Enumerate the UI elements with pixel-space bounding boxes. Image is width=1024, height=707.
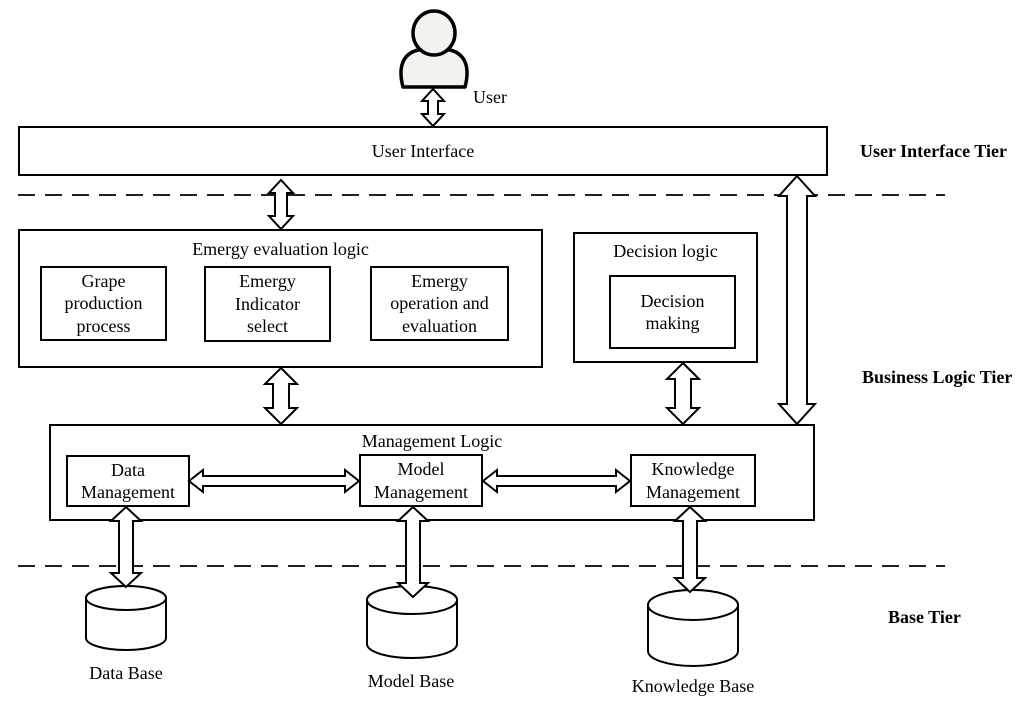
grape-production-process-label: Grape production process [64,270,143,336]
model-base-label: Model Base [367,671,455,691]
decision-to-management-arrow [664,361,702,426]
decision-making-label: Decision making [640,290,705,334]
emergy-indicator-select-label: Emergy Indicator select [235,271,300,337]
emergy-evaluation-logic-box: Emergy evaluation logic Grape production… [18,229,543,368]
management-logic-box: Management Logic Data Management Model M… [49,424,815,521]
user-icon-head [411,9,457,57]
user-label: User [473,87,507,107]
decision-logic-title: Decision logic [613,241,718,261]
knowledge-management-box: Knowledge Management [630,454,756,507]
data-base-top [85,585,167,611]
grape-production-process-box: Grape production process [40,266,167,341]
emergy-to-management-arrow [262,366,300,426]
model-base-top [366,585,458,615]
model-base-body [366,585,458,659]
knowledge-base-icon [647,589,739,667]
knowledge-base-top [647,589,739,621]
data-base-label: Data Base [89,663,163,683]
knowledge-base-body [647,589,739,667]
user-interface-tier-label: User Interface Tier [860,141,1007,161]
interface-to-management-arrow [776,174,818,426]
decision-making-box: Decision making [609,275,736,349]
user-icon [399,9,469,89]
model-base-icon [366,585,458,659]
model-management-label: Model Management [374,459,468,502]
user-interface-label: User Interface [371,140,475,161]
user-interface-box: User Interface [18,126,828,176]
management-logic-title: Management Logic [361,431,503,451]
data-base-body [85,585,167,651]
storage-cylinders [85,585,739,667]
data-base-icon [85,585,167,651]
knowledge-management-label: Knowledge Management [646,459,740,502]
emergy-indicator-select-box: Emergy Indicator select [204,266,331,342]
emergy-operation-evaluation-box: Emergy operation and evaluation [370,266,509,341]
base-tier-label: Base Tier [888,607,961,627]
business-logic-tier-label: Business Logic Tier [862,367,1013,387]
data-management-label: Data Management [81,459,175,503]
emergy-evaluation-logic-title: Emergy evaluation logic [192,239,369,259]
knowledge-base-label: Knowledge Base [631,676,755,696]
interface-to-emergy-arrow [266,178,296,231]
data-management-box: Data Management [66,455,190,507]
user-to-interface-arrow [419,87,447,128]
emergy-operation-evaluation-label: Emergy operation and evaluation [390,270,489,336]
model-management-box: Model Management [359,454,483,507]
decision-logic-box: Decision logic Decision making [573,232,758,363]
user-icon-body [399,48,469,89]
